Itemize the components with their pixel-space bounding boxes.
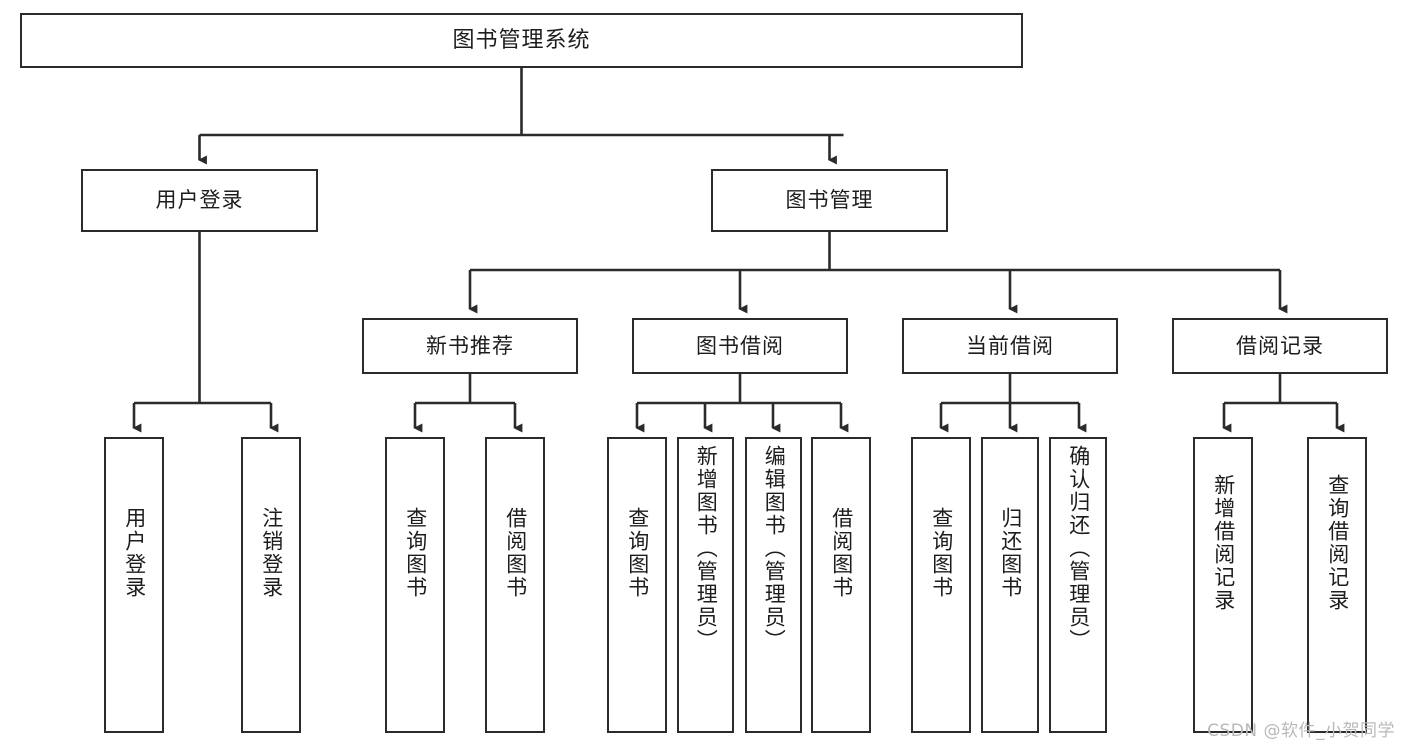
node-label: 新增图书（管理员） — [694, 445, 719, 652]
node-label: 查询图书 — [625, 507, 650, 599]
node-label: 图书管理 — [785, 188, 874, 213]
node-leaf-user-logout[interactable]: 注销登录 — [241, 437, 301, 733]
node-label: 新增借阅记录 — [1211, 474, 1236, 612]
node-book-manage[interactable]: 图书管理 — [711, 169, 948, 232]
node-label: 当前借阅 — [966, 333, 1054, 358]
node-leaf-user-login[interactable]: 用户登录 — [104, 437, 164, 733]
node-leaf-add-book[interactable]: 新增图书（管理员） — [677, 437, 734, 733]
node-label: 编辑图书（管理员） — [762, 445, 787, 652]
node-label: 归还图书 — [998, 507, 1023, 599]
node-leaf-edit-book[interactable]: 编辑图书（管理员） — [745, 437, 802, 733]
node-leaf-borrow-book-1[interactable]: 借阅图书 — [485, 437, 545, 733]
node-leaf-query-book-3[interactable]: 查询图书 — [911, 437, 971, 733]
node-root-book-management-system[interactable]: 图书管理系统 — [20, 13, 1023, 68]
node-book-borrow[interactable]: 图书借阅 — [632, 318, 848, 374]
node-new-book-recommend[interactable]: 新书推荐 — [362, 318, 578, 374]
node-label: 图书管理系统 — [452, 27, 591, 53]
node-current-borrow[interactable]: 当前借阅 — [902, 318, 1118, 374]
node-leaf-confirm-return[interactable]: 确认归还（管理员） — [1049, 437, 1107, 733]
node-user-login[interactable]: 用户登录 — [81, 169, 318, 232]
node-label: 用户登录 — [122, 507, 147, 599]
node-leaf-borrow-book-2[interactable]: 借阅图书 — [811, 437, 871, 733]
node-leaf-query-record[interactable]: 查询借阅记录 — [1307, 437, 1367, 733]
node-label: 图书借阅 — [696, 333, 784, 358]
node-label: 查询借阅记录 — [1325, 474, 1350, 612]
node-label: 借阅记录 — [1236, 333, 1324, 358]
csdn-watermark: CSDN @软件_小贺同学 — [1207, 721, 1395, 741]
node-label: 查询图书 — [929, 507, 954, 599]
node-leaf-query-book-2[interactable]: 查询图书 — [607, 437, 667, 733]
node-leaf-add-record[interactable]: 新增借阅记录 — [1193, 437, 1253, 733]
node-label: 新书推荐 — [426, 333, 514, 358]
node-label: 借阅图书 — [829, 507, 854, 599]
node-label: 查询图书 — [403, 507, 428, 599]
node-leaf-return-book[interactable]: 归还图书 — [981, 437, 1039, 733]
node-leaf-query-book-1[interactable]: 查询图书 — [385, 437, 445, 733]
node-label: 注销登录 — [259, 507, 284, 599]
node-label: 确认归还（管理员） — [1066, 445, 1091, 652]
node-label: 用户登录 — [155, 188, 244, 213]
node-label: 借阅图书 — [503, 507, 528, 599]
node-borrow-record[interactable]: 借阅记录 — [1172, 318, 1388, 374]
